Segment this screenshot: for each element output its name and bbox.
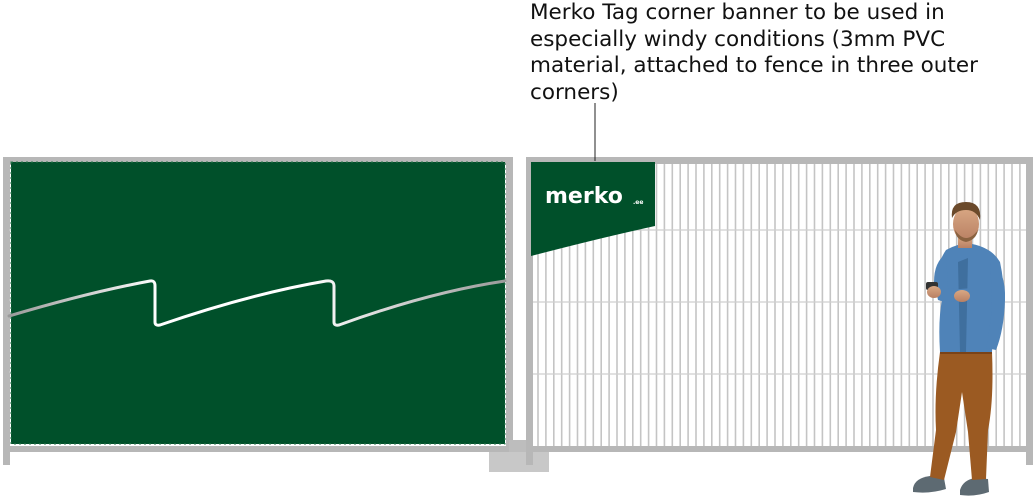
corner-banner: merko .ee [531,162,655,256]
full-fence-banner [7,161,507,445]
annotation-caption: Merko Tag corner banner to be used in es… [530,0,1030,106]
caption-line-4: corners) [530,79,619,105]
fence-mesh-bars [537,164,1021,446]
fence-clamp-base-icon [489,440,549,472]
caption-line-2: especially windy conditions (3mm PVC [530,26,946,52]
wave-line-decoration [7,279,507,327]
caption-line-1: Merko Tag corner banner to be used in [530,0,945,25]
caption-line-3: material, attached to fence in three out… [530,53,978,78]
merko-logo-text: merko [545,184,623,209]
merko-logo-suffix: .ee [633,199,643,206]
right-fence-panel [526,157,1033,465]
person-figure-icon [913,202,1006,496]
